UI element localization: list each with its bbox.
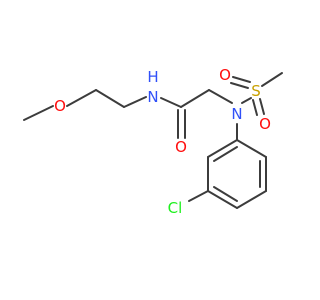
ring-bond-4	[207, 190, 238, 209]
bond-s-o-left-1	[232, 76, 251, 83]
atom-labels: O N H O N S O O Cl	[54, 66, 271, 217]
bonds	[23, 72, 283, 209]
bond-carbonyl-ch2	[180, 89, 210, 108]
bond-s-methyl	[261, 72, 283, 87]
ring-bond-1	[236, 139, 267, 158]
atom-o-sulfonyl-left: O	[219, 66, 231, 84]
atom-o-sulfonyl-bottom: O	[259, 115, 271, 133]
bond-s-o-left-2	[230, 82, 249, 89]
ring-bond-6	[207, 139, 238, 158]
bond-ring-cl	[188, 190, 209, 202]
atom-n-sulfonamide: N	[231, 105, 242, 123]
atom-o-carbonyl: O	[175, 138, 187, 156]
atom-cl: Cl	[168, 199, 183, 217]
atom-n-amide: N	[147, 88, 158, 106]
ring-bond-6-inner	[213, 146, 238, 162]
ring-bond-3	[236, 190, 267, 209]
bond-o-ch2	[66, 89, 97, 107]
ring-bond-4-inner	[213, 186, 238, 202]
atom-s-sulfonyl: S	[251, 82, 261, 100]
atom-o-methoxy: O	[54, 97, 66, 115]
bond-ch2-n-sulfonamide	[208, 89, 233, 104]
bond-n-s	[241, 97, 252, 104]
chemical-structure-diagram: O N H O N S O O Cl	[23, 66, 283, 217]
bond-n-amide-carbonyl	[160, 97, 182, 108]
bond-ch2-n-amide	[123, 96, 147, 108]
bond-s-o-bottom-2	[259, 98, 265, 115]
bond-ch2-ch2	[95, 89, 125, 108]
bond-methyl-o	[23, 105, 54, 121]
bond-s-o-bottom-1	[252, 99, 258, 116]
atom-h-amide: H	[147, 68, 158, 86]
